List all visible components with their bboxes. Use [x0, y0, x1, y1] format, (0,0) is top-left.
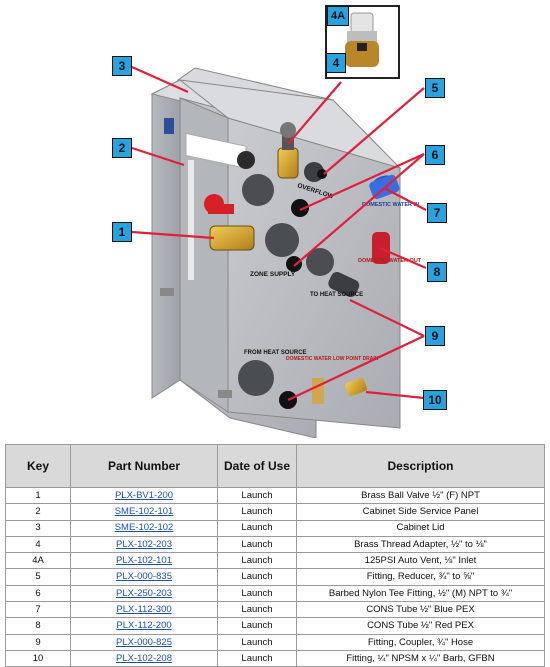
part-number-link[interactable]: SME-102-102 [114, 522, 174, 534]
row-date: Launch [217, 519, 297, 537]
domestic-water-out-label: DOMESTIC WATER OUT [358, 258, 422, 264]
header-description: Description [296, 444, 545, 488]
row-description: Fitting, Coupler, ¾" Hose [296, 633, 545, 651]
part-number-link[interactable]: PLX-000-835 [116, 571, 172, 583]
domestic-water-in-label: DOMESTIC WATER IN [362, 202, 419, 208]
row-key: 5 [5, 568, 71, 586]
row-key: 4 [5, 535, 71, 554]
row-description: 125PSI Auto Vent, ⅛" Inlet [296, 552, 545, 570]
parts-table: Key Part Number Date of Use Description … [5, 444, 545, 667]
part-number-link[interactable]: PLX-250-203 [116, 587, 172, 599]
to-heat-source-label: TO HEAT SOURCE [310, 292, 363, 298]
row-date: Launch [217, 552, 297, 570]
row-date: Launch [217, 601, 297, 619]
row-date: Launch [217, 584, 297, 603]
row-description: Cabinet Side Service Panel [296, 503, 545, 521]
part-number-link[interactable]: PLX-102-101 [116, 555, 172, 567]
row-key: 6 [5, 584, 71, 603]
part-number-link[interactable]: PLX-112-200 [116, 620, 172, 632]
row-key: 3 [5, 519, 71, 537]
part-number-link[interactable]: SME-102-101 [114, 506, 174, 518]
product-figure: OVERFLOW DOMESTIC WATER IN DOMESTIC WATE… [112, 5, 447, 439]
row-description: CONS Tube ½" Blue PEX [296, 601, 545, 619]
callout-9: 9 [425, 326, 445, 346]
header-date-of-use: Date of Use [217, 444, 297, 488]
callout-10: 10 [423, 390, 447, 410]
row-key: 1 [5, 486, 71, 505]
callout-3: 3 [112, 56, 132, 76]
part-number-link[interactable]: PLX-BV1-200 [114, 489, 174, 501]
row-description: Fitting, Reducer, ¾" to ⅝" [296, 568, 545, 586]
row-key: 10 [5, 649, 71, 667]
header-key: Key [5, 444, 71, 488]
row-date: Launch [217, 486, 297, 505]
row-description: Cabinet Lid [296, 519, 545, 537]
row-date: Launch [217, 617, 297, 635]
callout-6: 6 [425, 145, 445, 165]
table-header-row: Key Part Number Date of Use Description [5, 444, 545, 488]
header-part-number: Part Number [70, 444, 218, 488]
row-key: 4A [5, 552, 71, 570]
callout-8: 8 [427, 262, 447, 282]
row-date: Launch [217, 649, 297, 667]
leader-lines [131, 65, 427, 401]
row-description: CONS Tube ½" Red PEX [296, 617, 545, 635]
callout-2: 2 [112, 138, 132, 158]
callout-7: 7 [427, 203, 447, 223]
auto-vent-image [345, 12, 379, 67]
row-date: Launch [217, 633, 297, 651]
from-heat-source-label: FROM HEAT SOURCE [244, 350, 307, 356]
callout-5: 5 [425, 78, 445, 98]
callout-4a: 4A [327, 6, 349, 26]
cabinet-illustration: OVERFLOW DOMESTIC WATER IN DOMESTIC WATE… [131, 65, 427, 439]
zone-supply-label: ZONE SUPPLY [250, 271, 296, 278]
callout-1: 1 [112, 222, 132, 242]
row-key: 2 [5, 503, 71, 521]
row-date: Launch [217, 503, 297, 521]
callout-4: 4 [326, 53, 346, 73]
row-date: Launch [217, 568, 297, 586]
row-date: Launch [217, 535, 297, 554]
row-description: Fitting, ¼" NPSM x ¼" Barb, GFBN [296, 649, 545, 667]
row-key: 8 [5, 617, 71, 635]
row-description: Brass Thread Adapter, ½" to ⅛" [296, 535, 545, 554]
part-number-link[interactable]: PLX-112-300 [116, 603, 172, 615]
part-number-link[interactable]: PLX-102-203 [116, 538, 172, 550]
part-number-link[interactable]: PLX-000-825 [116, 636, 172, 648]
row-description: Barbed Nylon Tee Fitting, ½" (M) NPT to … [296, 584, 545, 603]
row-key: 7 [5, 601, 71, 619]
row-description: Brass Ball Valve ½" (F) NPT [296, 486, 545, 505]
part-number-link[interactable]: PLX-102-208 [116, 652, 172, 664]
row-key: 9 [5, 633, 71, 651]
low-point-drain-label: DOMESTIC WATER LOW POINT DRAIN [286, 356, 379, 362]
